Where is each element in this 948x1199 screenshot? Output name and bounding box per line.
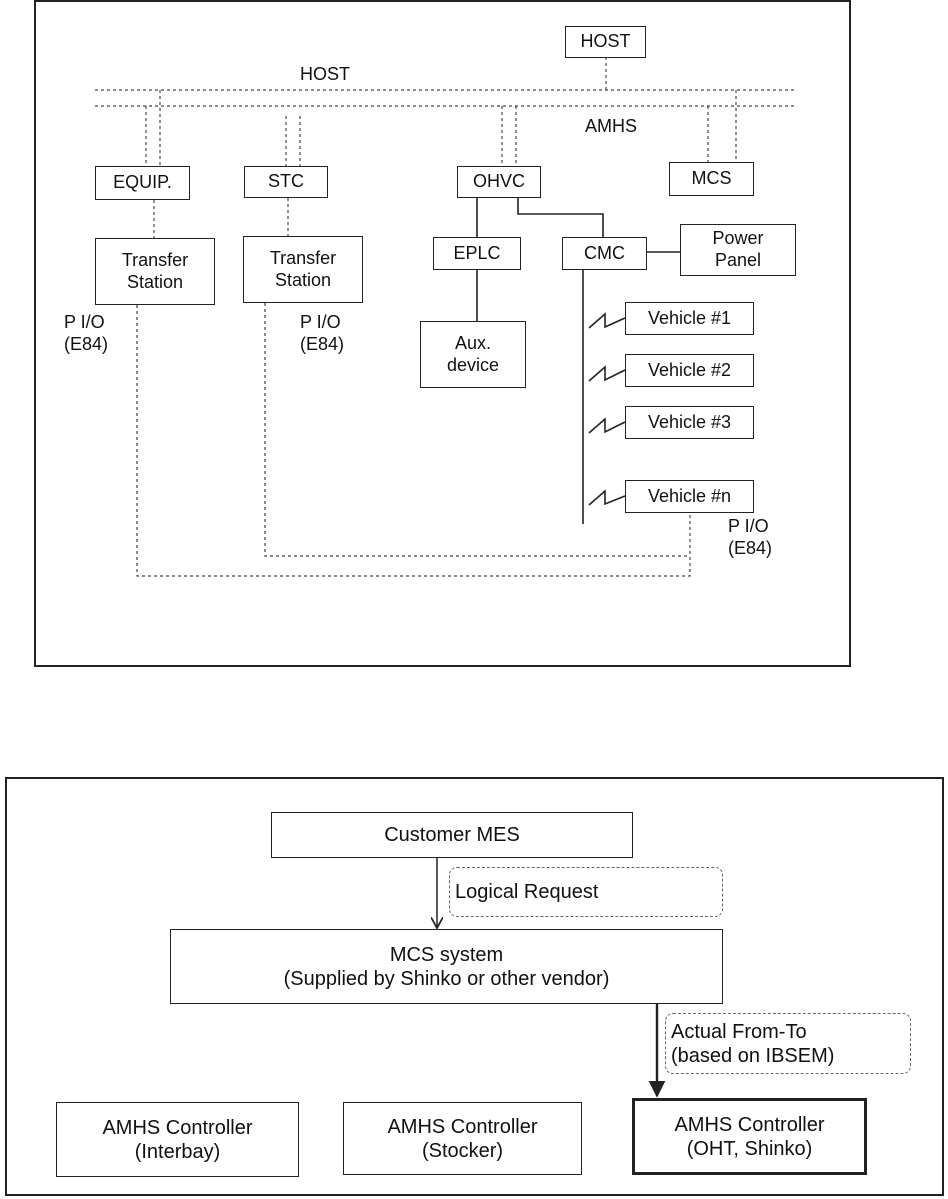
wireless-link-1 <box>588 312 626 329</box>
stc-box: STC <box>244 166 328 198</box>
mcs-system-line2: (Supplied by Shinko or other vendor) <box>283 967 610 990</box>
wireless-link-n <box>588 489 626 506</box>
host-box: HOST <box>565 26 646 58</box>
actual-from-to-label: Actual From-To (based on IBSEM) <box>665 1013 911 1074</box>
amhs-bus-label: AMHS <box>585 116 638 136</box>
pio-loop-1 <box>136 305 691 577</box>
power-panel-line2: Panel <box>714 250 762 270</box>
transfer-station-1-line2: Station <box>126 271 184 292</box>
power-panel-line1: Power <box>712 228 764 249</box>
pio-label-2-line2: (E84) <box>300 333 345 354</box>
diagram1-frame <box>34 0 851 667</box>
logical-request-label: Logical Request <box>449 867 723 917</box>
amhs-controller-interbay-line1: AMHS Controller <box>102 1116 253 1139</box>
actual-from-to-line1: Actual From-To <box>671 1020 807 1043</box>
customer-mes-box: Customer MES <box>271 812 633 858</box>
amhs-controller-oht: AMHS Controller (OHT, Shinko) <box>632 1098 867 1175</box>
transfer-station-1: Transfer Station <box>95 238 215 305</box>
vehicle-1-box: Vehicle #1 <box>625 302 754 335</box>
amhs-controller-stocker: AMHS Controller (Stocker) <box>343 1102 582 1175</box>
power-panel-box: Power Panel <box>680 224 796 276</box>
pio-label-3-line1: P I/O <box>728 516 769 536</box>
aux-device-line2: device <box>446 354 500 375</box>
transfer-station-1-line1: Transfer <box>121 249 189 270</box>
equip-box: EQUIP. <box>95 166 190 200</box>
actual-from-to-line2: (based on IBSEM) <box>671 1044 835 1067</box>
vehicle-n-box: Vehicle #n <box>625 480 754 513</box>
pio-label-3: P I/O (E84) <box>728 516 772 559</box>
amhs-controller-interbay-line2: (Interbay) <box>134 1140 221 1163</box>
pio-loop-2 <box>264 303 690 557</box>
host-bus-label: HOST <box>300 64 351 84</box>
wireless-link-2 <box>588 365 626 382</box>
transfer-station-2: Transfer Station <box>243 236 363 303</box>
aux-device-box: Aux. device <box>420 321 526 388</box>
amhs-controller-oht-line1: AMHS Controller <box>674 1113 825 1136</box>
pio-label-1-line1: P I/O <box>64 312 105 332</box>
wireless-link-3 <box>588 417 626 434</box>
mcs-box: MCS <box>669 162 754 196</box>
pio-label-1: P I/O (E84) <box>64 312 108 355</box>
vehicle-2-box: Vehicle #2 <box>625 354 754 387</box>
pio-label-1-line2: (E84) <box>64 333 109 354</box>
transfer-station-2-line1: Transfer <box>269 247 337 268</box>
transfer-station-2-line2: Station <box>274 269 332 290</box>
amhs-controller-interbay: AMHS Controller (Interbay) <box>56 1102 299 1177</box>
pio-label-3-line2: (E84) <box>728 537 773 558</box>
pio-label-2-line1: P I/O <box>300 312 341 332</box>
diagram2-frame <box>5 777 944 1196</box>
amhs-controller-stocker-line1: AMHS Controller <box>387 1115 538 1138</box>
eplc-box: EPLC <box>433 237 521 270</box>
mcs-system-line1: MCS system <box>389 943 504 966</box>
aux-device-line1: Aux. <box>454 332 492 353</box>
amhs-controller-stocker-line2: (Stocker) <box>421 1139 504 1162</box>
ohvc-box: OHVC <box>457 166 541 198</box>
cmc-box: CMC <box>562 237 647 270</box>
vehicle-3-box: Vehicle #3 <box>625 406 754 439</box>
mcs-system-box: MCS system (Supplied by Shinko or other … <box>170 929 723 1004</box>
pio-label-2: P I/O (E84) <box>300 312 344 355</box>
amhs-controller-oht-line2: (OHT, Shinko) <box>686 1137 813 1160</box>
